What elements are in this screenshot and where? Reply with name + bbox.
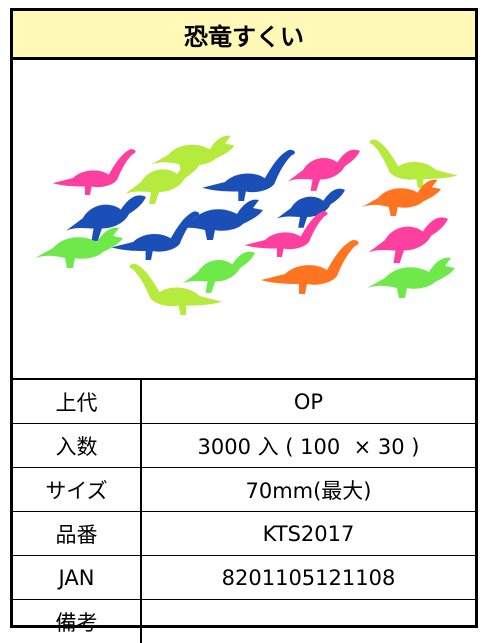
table-row: 入数 3000 入 ( 100 × 30 )	[13, 424, 475, 468]
product-title: 恐竜すくい	[13, 11, 475, 60]
spec-value: 3000 入 ( 100 × 30 )	[141, 424, 475, 468]
dinosaur-icon	[368, 217, 448, 263]
spec-table: 上代 OP 入数 3000 入 ( 100 × 30 ) サイズ 70mm(最大…	[13, 380, 475, 643]
table-row: 上代 OP	[13, 380, 475, 424]
spec-label: 入数	[13, 424, 141, 468]
dinosaur-icon	[35, 228, 123, 268]
product-sheet: 恐竜すくい	[10, 8, 478, 628]
spec-label: JAN	[13, 556, 141, 600]
spec-label: 上代	[13, 380, 141, 424]
dinosaur-icon	[367, 258, 455, 298]
dinosaur-icon	[183, 252, 255, 293]
dinosaur-toys-icon	[13, 60, 475, 380]
spec-value: OP	[141, 380, 475, 424]
dinosaur-icon	[245, 211, 328, 257]
product-photo	[13, 60, 475, 380]
dinosaur-icon	[288, 150, 360, 191]
table-row: JAN 8201105121108	[13, 556, 475, 600]
spec-label: サイズ	[13, 468, 141, 512]
dinosaur-icon	[53, 149, 136, 195]
table-row: 備考	[13, 600, 475, 643]
dinosaur-icon	[370, 139, 458, 188]
spec-value: KTS2017	[141, 512, 475, 556]
table-row: 品番 KTS2017	[13, 512, 475, 556]
spec-label: 品番	[13, 512, 141, 556]
spec-value	[141, 600, 475, 643]
spec-label: 備考	[13, 600, 141, 643]
table-row: サイズ 70mm(最大)	[13, 468, 475, 512]
spec-value: 70mm(最大)	[141, 468, 475, 512]
spec-value: 8201105121108	[141, 556, 475, 600]
dinosaur-icon	[362, 180, 441, 216]
